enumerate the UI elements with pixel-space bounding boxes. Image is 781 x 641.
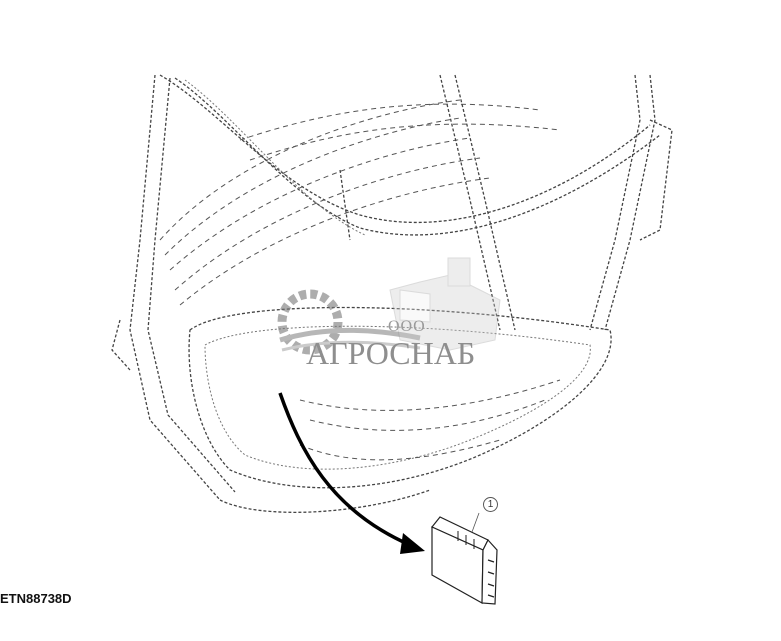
left-pillar	[111, 74, 236, 501]
watermark-prefix: ООО	[388, 318, 426, 335]
center-pillars	[339, 74, 516, 331]
reference-id: ETN88738D	[0, 591, 72, 606]
roof-arc	[159, 74, 661, 236]
floor-plate	[188, 306, 612, 513]
location-arrow	[278, 392, 425, 554]
watermark-name: АГРОСНАБ	[306, 335, 476, 371]
right-pillar	[589, 74, 673, 331]
gear-icon	[277, 289, 421, 355]
combine-harvester-icon	[389, 257, 501, 351]
callout-1: 1	[483, 497, 498, 512]
control-unit	[431, 512, 498, 605]
dashboard-hatch	[159, 99, 561, 306]
